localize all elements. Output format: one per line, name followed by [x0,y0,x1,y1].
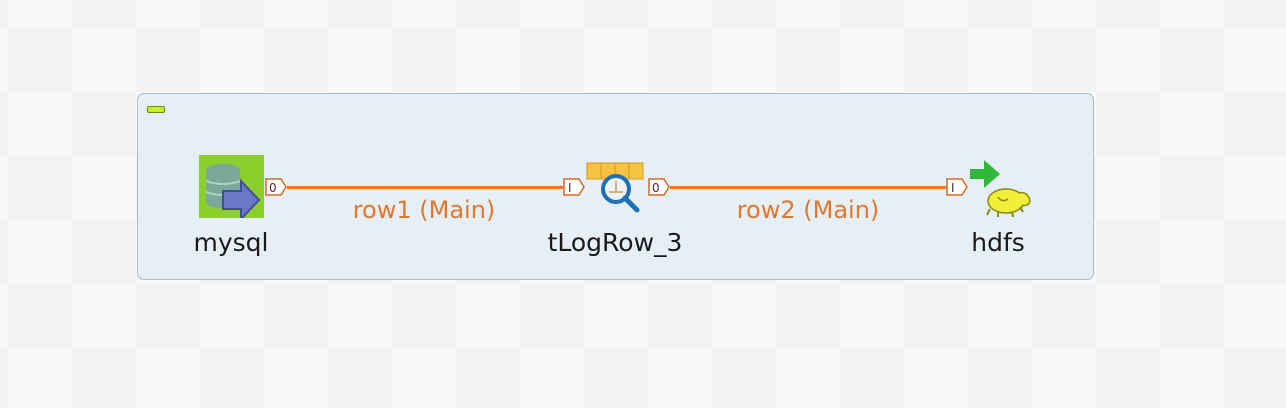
svg-text:0: 0 [269,181,277,195]
link-label-row2[interactable]: row2 (Main) [736,196,880,224]
output-port-mysql[interactable]: 0 [265,178,287,196]
output-port-tlogrow[interactable]: 0 [648,178,670,196]
svg-text:I: I [568,181,572,195]
component-hdfs[interactable] [968,157,1032,219]
svg-text:0: 0 [652,181,660,195]
link-row2[interactable] [670,186,948,189]
input-port-tlogrow[interactable]: I [563,178,585,196]
mysql-database-input-icon [199,155,264,222]
link-label-row1[interactable]: row1 (Main) [352,196,496,224]
component-label-mysql: mysql [193,228,269,257]
link-row1[interactable] [287,186,563,189]
component-mysql[interactable] [199,155,264,222]
log-row-magnifier-icon [586,162,644,213]
subjob-collapse-marker[interactable] [147,106,165,113]
svg-text:I: I [951,181,955,195]
input-port-hdfs[interactable]: I [946,178,968,196]
component-label-tlogrow: tLogRow_3 [547,228,683,257]
component-label-hdfs: hdfs [971,228,1025,257]
component-tlogrow[interactable] [586,162,646,216]
hadoop-hdfs-output-icon [970,160,1031,218]
